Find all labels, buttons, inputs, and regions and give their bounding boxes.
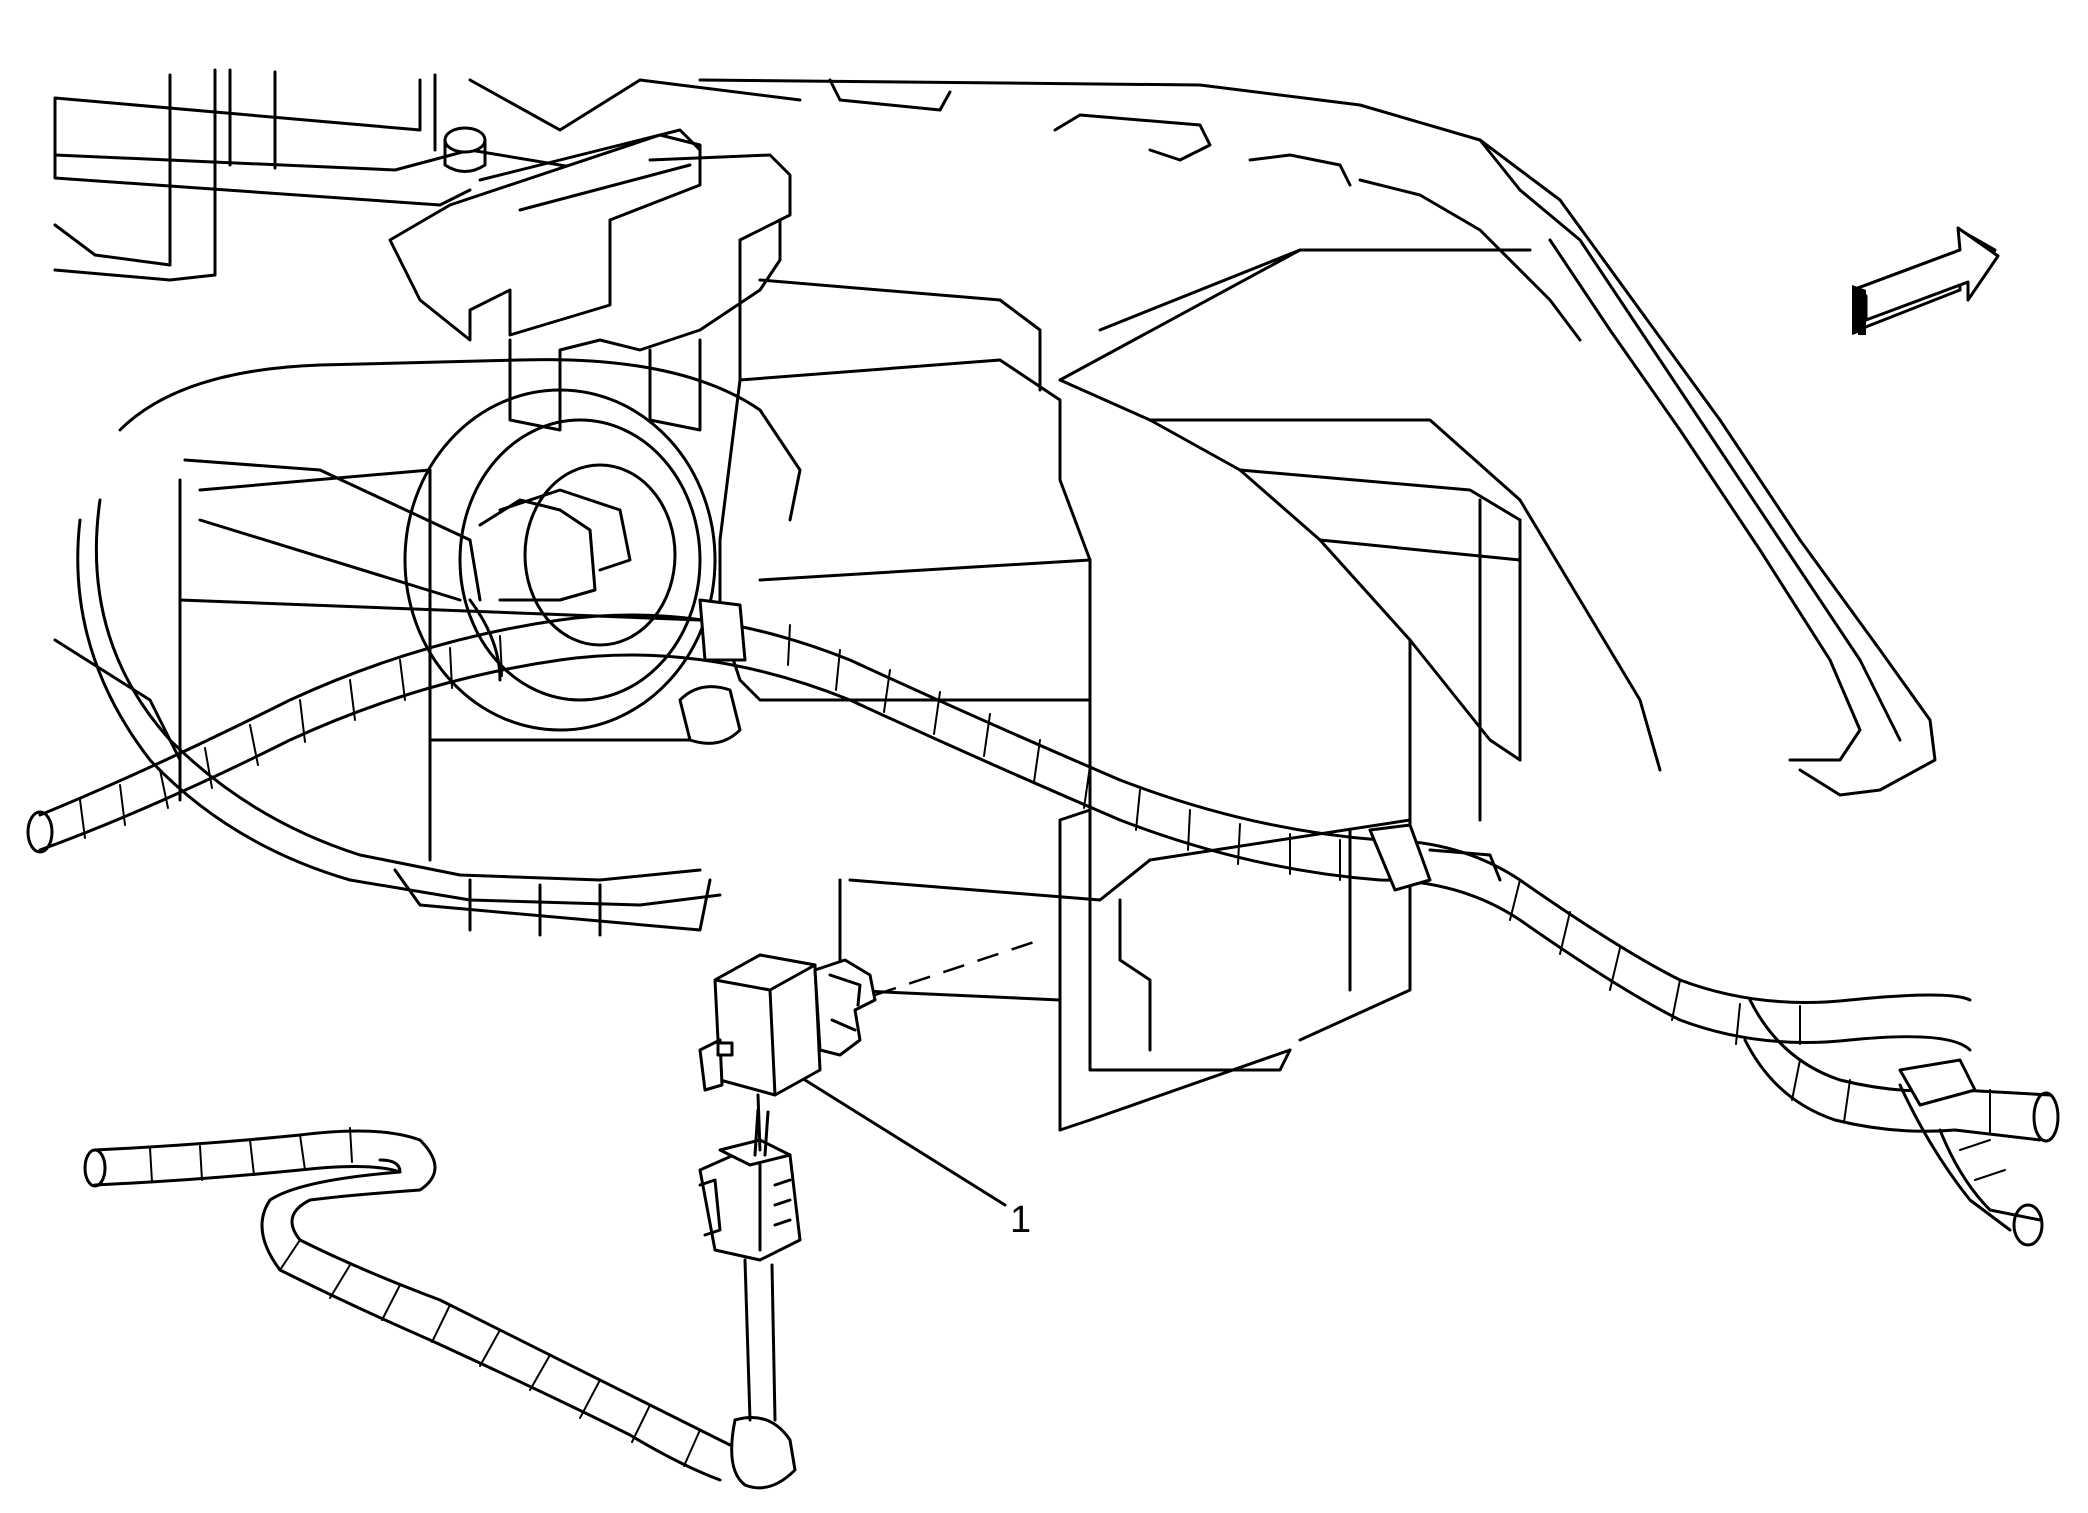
sensor-module (698, 953, 877, 1152)
upper-frame (53, 68, 802, 282)
harness-connector (698, 1108, 802, 1262)
callout-1-leader (803, 1078, 1007, 1207)
front-arrow-icon (1852, 226, 2000, 335)
callout-1-label: 1 (1010, 1199, 1031, 1241)
blower-motor (403, 388, 717, 732)
alignment-line (874, 938, 1041, 997)
wiring-harness-lower (83, 1127, 797, 1490)
module-bracket (388, 128, 1292, 1132)
wiring-harness-main (26, 598, 1972, 1052)
upper-trim (698, 78, 1937, 797)
wiring-harness-branch-right (1743, 998, 2060, 1247)
